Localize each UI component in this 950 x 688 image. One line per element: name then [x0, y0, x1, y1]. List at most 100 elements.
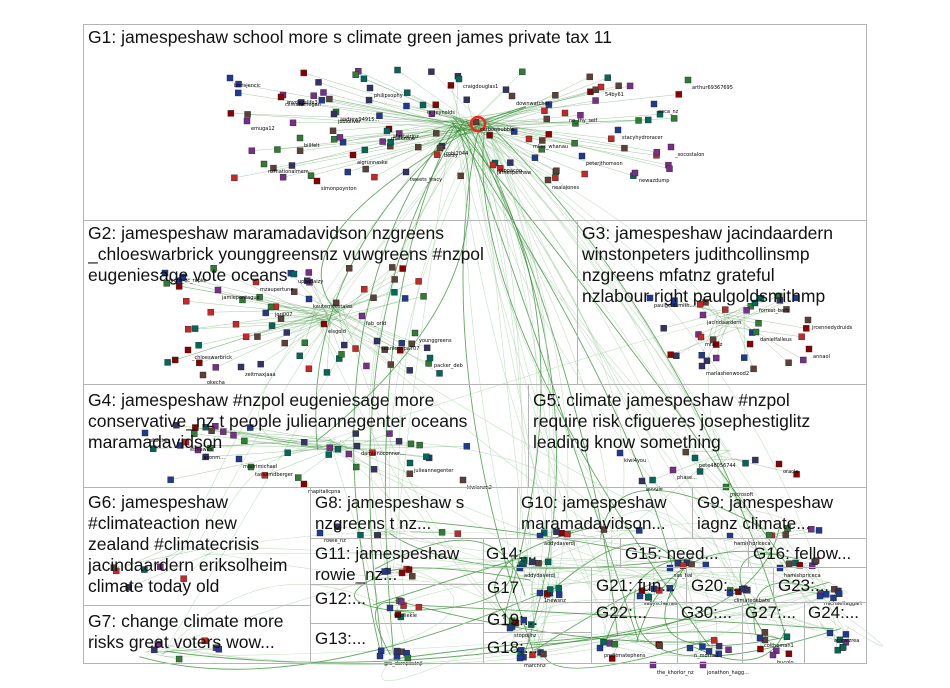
- network-node-icon: [310, 92, 317, 99]
- group-g8-title: G8: jamespeshaw s nzgreens t nz...: [315, 493, 465, 533]
- network-edge: [451, 119, 609, 636]
- network-node-icon: [577, 112, 584, 119]
- network-node-icon: [267, 303, 275, 311]
- network-edge: [477, 110, 545, 131]
- network-node-icon: [525, 135, 533, 143]
- network-node-icon: [182, 438, 190, 446]
- network-node-icon: [611, 640, 619, 648]
- network-node-icon: [408, 340, 415, 348]
- network-edge: [487, 129, 555, 658]
- network-edge: [342, 267, 393, 311]
- network-edge: [144, 546, 187, 570]
- network-node-icon: [536, 532, 544, 540]
- network-edge: [339, 440, 616, 535]
- network-node-icon: [776, 297, 784, 304]
- network-node-icon: [433, 130, 440, 137]
- node-label: hamishpriceca: [734, 541, 771, 547]
- node-label: elsgold: [328, 329, 346, 335]
- network-node-icon: [544, 176, 552, 184]
- network-edge: [343, 289, 365, 321]
- network-node-icon: [398, 340, 405, 347]
- network-edge: [242, 299, 329, 316]
- node-label: annaol: [813, 354, 830, 360]
- network-node-icon: [712, 341, 720, 348]
- network-edge: [451, 122, 673, 568]
- network-node-icon: [175, 655, 183, 663]
- network-node-icon: [516, 654, 524, 662]
- network-edge: [339, 433, 390, 452]
- network-node-icon: [520, 616, 527, 624]
- node-label: stopoilnz: [514, 633, 537, 639]
- node-label: coltheman1: [764, 643, 794, 649]
- node-label: n_morna1: [694, 653, 719, 659]
- network-node-icon: [615, 82, 622, 90]
- network-node-icon: [201, 637, 208, 644]
- network-edge: [304, 439, 336, 443]
- network-node-icon: [423, 344, 431, 352]
- network-edge: [741, 510, 811, 590]
- network-node-icon: [358, 312, 366, 320]
- network-edge: [740, 309, 787, 316]
- node-label: mzaupertune: [260, 287, 293, 293]
- network-node-icon: [289, 119, 297, 127]
- node-label: jrcennedydruids: [811, 325, 853, 331]
- network-node-icon: [656, 587, 663, 594]
- network-edge: [727, 316, 751, 345]
- node-label: maorimichael: [243, 464, 277, 470]
- network-node-icon: [296, 134, 304, 142]
- group-g20-title: G20:...: [691, 576, 743, 595]
- network-edge: [194, 433, 340, 452]
- node-label: seanlepopa707: [381, 346, 419, 352]
- network-node-icon: [650, 100, 658, 108]
- node-label: kiwlanzn2: [467, 485, 492, 491]
- node-label: malkzone: [391, 136, 415, 142]
- network-edge: [477, 117, 536, 158]
- network-node-icon: [234, 89, 242, 97]
- node-label: aigrunnaske: [357, 160, 388, 166]
- network-node-icon: [150, 445, 157, 452]
- network-edge: [199, 317, 339, 364]
- network-edge: [765, 639, 790, 654]
- node-label: emuga12: [251, 126, 275, 132]
- group-g24-title: G24:...: [808, 603, 860, 622]
- network-edge: [548, 572, 848, 594]
- network-node-icon: [210, 265, 217, 272]
- network-node-icon: [157, 563, 164, 571]
- group-g16-title: G16: fellow...: [753, 544, 852, 563]
- network-edge: [230, 113, 468, 123]
- network-edge: [455, 76, 459, 124]
- network-node-icon: [757, 295, 765, 302]
- network-node-icon: [247, 424, 254, 431]
- network-edge: [371, 132, 466, 533]
- network-edge: [337, 526, 406, 535]
- network-node-icon: [370, 294, 377, 302]
- network-node-icon: [361, 146, 369, 154]
- network-edge: [283, 129, 485, 178]
- network-node-icon: [248, 147, 256, 154]
- network-node-icon: [744, 586, 751, 594]
- network-edge: [186, 300, 321, 315]
- network-edge: [810, 589, 883, 647]
- network-edge: [436, 124, 480, 155]
- network-node-icon: [608, 655, 616, 662]
- network-edge: [161, 584, 382, 658]
- network-node-icon: [235, 455, 243, 463]
- node-label: ethiawes: [190, 447, 213, 453]
- network-node-icon: [208, 427, 215, 434]
- network-node-icon: [459, 476, 467, 484]
- network-edge: [328, 308, 412, 345]
- group-g2-title: G2: jamespeshaw maramadavidson nzgreens …: [88, 223, 484, 285]
- network-edge: [739, 322, 804, 361]
- network-edge: [663, 312, 720, 329]
- network-node-icon: [796, 562, 804, 569]
- network-node-icon: [531, 154, 539, 161]
- network-node-icon: [353, 442, 361, 450]
- network-edge: [450, 85, 463, 128]
- network-edge: [377, 522, 413, 536]
- node-label: stacyhydroracer: [622, 135, 664, 141]
- network-node-icon: [703, 357, 711, 364]
- network-edge: [364, 125, 470, 151]
- network-edge: [531, 558, 556, 603]
- network-edge: [319, 322, 340, 359]
- network-edge: [329, 307, 410, 371]
